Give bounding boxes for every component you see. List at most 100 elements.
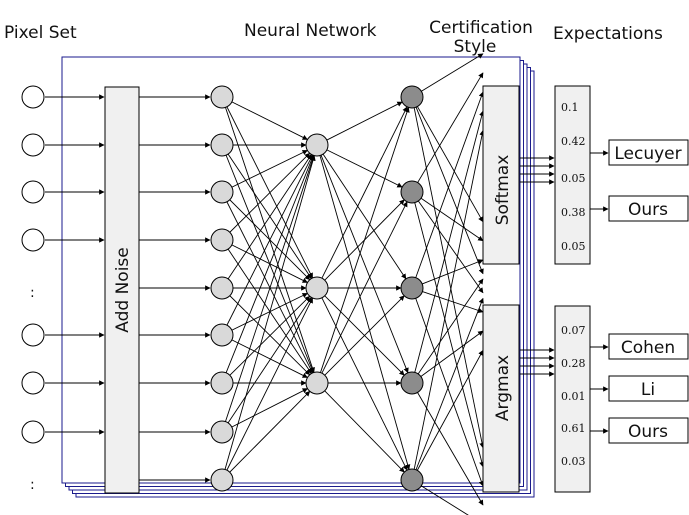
output-connection (417, 200, 484, 294)
output-connection (417, 392, 484, 506)
argmax-label: Argmax (493, 355, 513, 421)
output-connection (416, 349, 484, 471)
layer2-connection (324, 295, 405, 376)
layer1-connection (221, 287, 311, 376)
argmax-value: 0.28 (561, 357, 586, 370)
output-connection (415, 91, 484, 278)
softmax-block (482, 85, 520, 265)
layer1-connection (221, 96, 313, 279)
method-box (608, 195, 689, 222)
output-connection (421, 53, 484, 92)
hidden-neuron-layer3 (400, 276, 424, 300)
layer1-connection (221, 154, 312, 289)
argmax-value: 0.01 (561, 390, 586, 403)
hidden-neuron-layer1 (210, 85, 234, 109)
output-connection (420, 197, 484, 242)
output-connection (417, 278, 484, 375)
input-ellipsis: : (30, 285, 35, 301)
input-pixel (21, 420, 45, 444)
header-neural-network: Neural Network (244, 21, 377, 41)
layer1-connection (221, 144, 312, 279)
input-pixel (21, 228, 45, 252)
input-pixel (21, 371, 45, 395)
layer2-connection (320, 106, 410, 373)
layer1-connection (221, 155, 316, 481)
layer1-connection (221, 239, 308, 283)
softmax-value: 0.42 (561, 135, 586, 148)
input-pixel (21, 85, 45, 109)
output-connection (414, 202, 485, 468)
layer1-connection (221, 191, 313, 374)
method-box (608, 333, 689, 360)
hidden-neuron-layer1 (210, 323, 234, 347)
layer1-connection (221, 149, 308, 193)
layer1-connection (221, 154, 313, 336)
hidden-neuron-layer3 (400, 180, 424, 204)
hidden-neuron-layer1 (210, 133, 234, 157)
header-pixel-set: Pixel Set (4, 23, 77, 43)
layer1-connection (221, 154, 315, 384)
argmax-value: 0.03 (561, 455, 586, 468)
softmax-label: Softmax (493, 155, 513, 226)
hidden-neuron-layer1 (210, 180, 234, 204)
output-connection (417, 72, 484, 183)
softmax-value: 0.1 (561, 101, 579, 114)
method-label-ours: Ours (628, 422, 668, 442)
hidden-neuron-layer2 (305, 371, 329, 395)
layer1-connection (221, 297, 312, 433)
layer1-connection (221, 191, 311, 281)
layer2-connection (321, 106, 408, 279)
method-box (608, 417, 689, 444)
output-connection (417, 106, 484, 223)
output-connection (415, 298, 484, 487)
output-connection (414, 110, 485, 373)
layer1-connection (221, 388, 308, 433)
hidden-neuron-layer1 (210, 276, 234, 300)
layer1-connection (221, 390, 311, 481)
layer1-connection (221, 295, 311, 384)
hidden-neuron-layer3 (400, 85, 424, 109)
softmax-value: 0.38 (561, 206, 586, 219)
layer2-connection (320, 155, 409, 374)
hidden-neuron-layer3 (400, 371, 424, 395)
hidden-neuron-layer1 (210, 228, 234, 252)
method-label-ours: Ours (628, 200, 668, 220)
add-noise-block (104, 86, 140, 494)
header-certification: Certification (429, 18, 533, 38)
input-ellipsis-bottom: : (30, 477, 35, 493)
output-connection (421, 485, 469, 515)
method-box (608, 375, 689, 402)
output-connection (413, 129, 485, 470)
layer1-connection (221, 155, 315, 433)
method-label-lecuyer: Lecuyer (614, 144, 681, 164)
input-pixel (21, 323, 45, 347)
argmax-value: 0.61 (561, 422, 586, 435)
argmax-value: 0.07 (561, 324, 586, 337)
connections (45, 53, 609, 515)
layer1-connection (221, 334, 308, 378)
output-connection (415, 107, 484, 275)
input-pixel (21, 180, 45, 204)
output-connection (415, 297, 484, 470)
hidden-neuron-layer1 (210, 371, 234, 395)
method-label-cohen: Cohen (621, 338, 675, 358)
layer1-connection (221, 96, 308, 140)
hidden-neuron-layer2 (305, 276, 329, 300)
layer1-connection (221, 297, 313, 481)
method-box (608, 139, 689, 166)
layer2-connection (326, 149, 403, 188)
layer1-connection (221, 292, 308, 336)
layer1-connection (221, 239, 312, 374)
layer2-connection (322, 153, 407, 280)
output-connection (422, 291, 484, 314)
layer1-connection (221, 152, 311, 241)
neurons (21, 85, 424, 492)
layer1-connection (221, 144, 315, 374)
layer2-connection (324, 390, 405, 473)
layer2-connection (321, 201, 408, 374)
method-label-li: Li (641, 380, 655, 400)
hidden-neuron-layer1 (210, 420, 234, 444)
softmax-expectation-box (554, 85, 591, 265)
